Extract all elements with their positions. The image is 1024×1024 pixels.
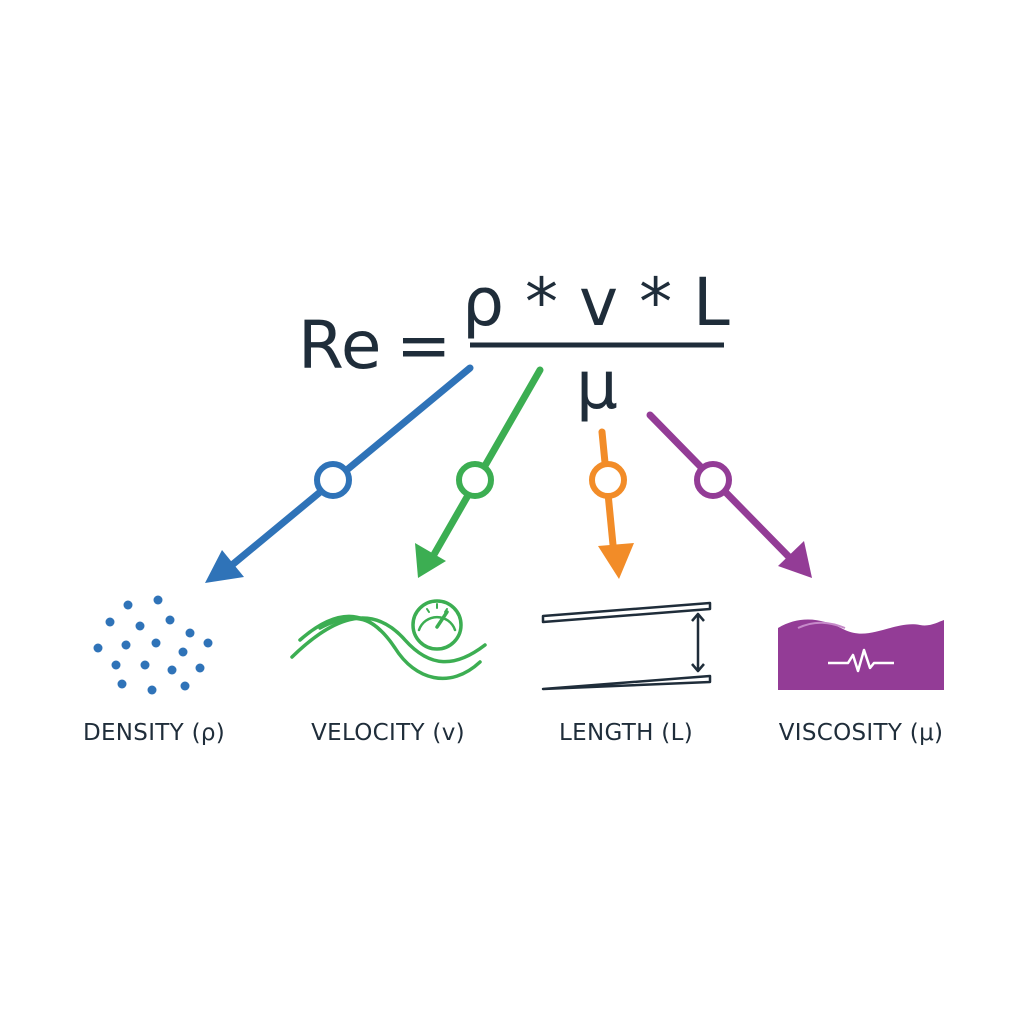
equation-denominator: μ [576, 347, 618, 424]
flow-speedometer-icon [290, 599, 487, 680]
label-density: DENSITY (ρ) [83, 720, 225, 746]
arrow-viscosity [646, 411, 812, 578]
equation-lhs: Re [298, 307, 382, 384]
equation-numerator: ρ * v * L [462, 264, 730, 341]
arrow-node-density [314, 461, 352, 499]
equation: Re = ρ * v * L μ [298, 264, 730, 424]
label-viscosity: VISCOSITY (μ) [779, 720, 944, 746]
arrow-velocity [415, 366, 544, 578]
label-velocity: VELOCITY (v) [311, 720, 465, 746]
arrow-node-viscosity [694, 461, 732, 499]
viscous-fluid-icon [778, 619, 944, 690]
arrow-node-velocity [456, 461, 494, 499]
arrow-density [205, 364, 474, 583]
arrow-node-length [589, 461, 627, 499]
particles-icon [93, 595, 213, 695]
speedometer-icon [411, 599, 463, 651]
arrow-length [589, 428, 634, 579]
equation-equals: = [396, 307, 451, 384]
parallel-plates-icon [541, 601, 712, 691]
label-length: LENGTH (L) [559, 720, 693, 746]
